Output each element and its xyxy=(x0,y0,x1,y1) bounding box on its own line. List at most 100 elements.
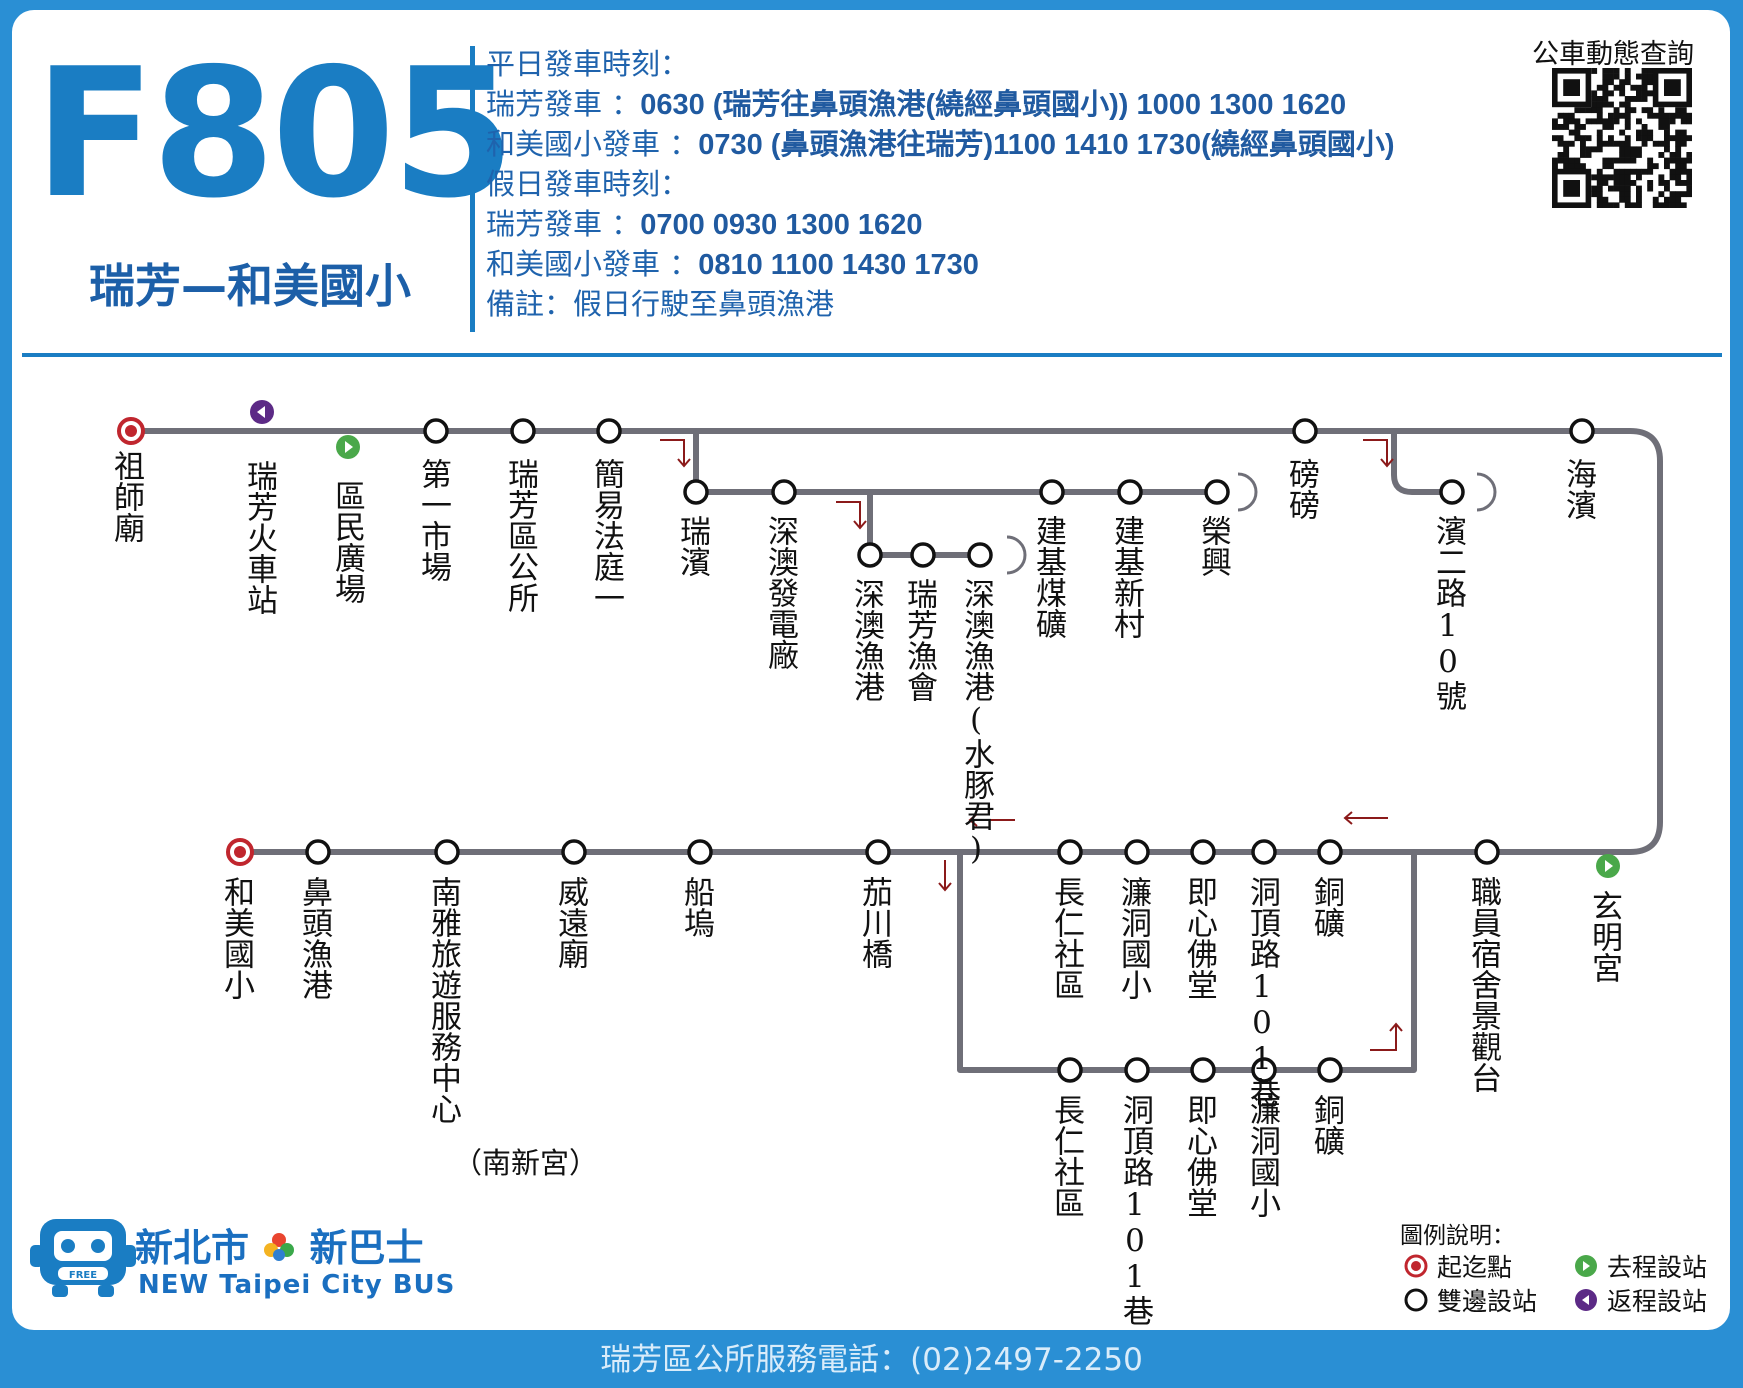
stop-label: 玄明宮 xyxy=(1586,890,1622,983)
stop-label: 瑞濱 xyxy=(674,515,710,577)
both-stop-icon xyxy=(687,839,713,865)
stop-label: 海濱 xyxy=(1560,458,1596,520)
legend-both: 雙邊設站 xyxy=(1403,1282,1537,1318)
stop-label: 深澳漁港(水豚君) xyxy=(958,578,994,867)
divider-horizontal xyxy=(22,353,1722,357)
stop-label: 鼻頭漁港 xyxy=(296,876,332,1000)
loop-arrow xyxy=(1006,535,1027,575)
outbound-stop-icon xyxy=(1575,1255,1597,1277)
both-stop-icon xyxy=(305,839,331,865)
schedule-line: 瑞芳發車 ：0700 0930 1300 1620 xyxy=(486,204,1566,244)
stop-label: 長仁社區 xyxy=(1048,876,1084,1000)
divider-vertical xyxy=(470,46,475,332)
stop-label: 銅礦 xyxy=(1308,1094,1344,1156)
both-stop-icon xyxy=(1124,1057,1150,1083)
schedule-times: 0730 (鼻頭漁港往瑞芳)1100 1410 1730(繞經鼻頭國小) xyxy=(698,129,1395,161)
both-stop-icon xyxy=(1204,479,1230,505)
both-stop-icon xyxy=(434,839,460,865)
stop-label: 銅礦 xyxy=(1308,876,1344,938)
both-stop-icon xyxy=(1404,1288,1428,1312)
both-stop-icon xyxy=(1057,1057,1083,1083)
flower-logo-icon xyxy=(264,1233,295,1261)
both-stop-icon xyxy=(771,479,797,505)
schedule-times: 0810 1100 1430 1730 xyxy=(698,249,979,281)
stop-label: 職員宿舍景觀台 xyxy=(1465,876,1501,1093)
play-arrow-icon xyxy=(1605,860,1613,872)
stop-label: 濱二路10號 xyxy=(1430,515,1466,711)
schedule-label: 和美國小發車 ： xyxy=(486,127,699,161)
schedule-line: 假日發車時刻： xyxy=(486,164,1566,204)
both-stop-icon xyxy=(1057,839,1083,865)
direction-arrow xyxy=(938,860,952,892)
logo-title: 新北市 新巴士 xyxy=(135,1217,424,1272)
both-stop-icon xyxy=(967,542,993,568)
terminal-stop-icon xyxy=(1404,1254,1428,1278)
stop-label: 磅磅 xyxy=(1283,458,1319,520)
direction-arrow xyxy=(1370,1022,1403,1051)
direction-arrow xyxy=(660,439,691,468)
stop-label: 瑞芳區公所 xyxy=(502,458,538,613)
schedule-line: 和美國小發車 ：0810 1100 1430 1730 xyxy=(486,244,1566,284)
stop-label: 深澳漁港 xyxy=(848,578,884,702)
both-stop-icon xyxy=(857,542,883,568)
schedule-panel: 平日發車時刻： 瑞芳發車 ：0630 (瑞芳往鼻頭漁港(繞經鼻頭國小)) 1000… xyxy=(486,44,1566,324)
stop-label: 即心佛堂 xyxy=(1181,876,1217,1000)
both-stop-icon xyxy=(561,839,587,865)
both-stop-icon xyxy=(1251,1057,1277,1083)
stop-label: 建基新村 xyxy=(1108,515,1144,639)
logo-badge: FREE xyxy=(69,1270,97,1281)
stop-label: 祖師廟 xyxy=(108,450,144,543)
back-arrow-icon xyxy=(257,406,265,418)
direction-arrow xyxy=(836,501,867,530)
schedule-times: 0630 (瑞芳往鼻頭漁港(繞經鼻頭國小)) 1000 1300 1620 xyxy=(640,89,1347,121)
both-stop-icon xyxy=(1474,839,1500,865)
direction-arrow xyxy=(968,813,1015,827)
stop-label: 深澳發電廠 xyxy=(762,515,798,670)
schedule-line: 平日發車時刻： xyxy=(486,44,1566,84)
route-name: 瑞芳—和美國小 xyxy=(89,259,411,313)
legend-outbound: 去程設站 xyxy=(1573,1248,1707,1284)
both-stop-icon xyxy=(510,418,536,444)
stop-label: 第一市場 xyxy=(415,458,451,582)
stop-label: 威遠廟 xyxy=(552,876,588,969)
route-line xyxy=(1391,428,1455,495)
play-arrow-icon xyxy=(345,441,353,453)
both-stop-icon xyxy=(1039,479,1065,505)
legend-title: 圖例說明： xyxy=(1400,1223,1515,1249)
stop-label: 區民廣場 xyxy=(329,480,365,604)
both-stop-icon xyxy=(596,418,622,444)
stop-label-note: （南新宮） xyxy=(453,1146,599,1180)
stop-label: 瑞芳火車站 xyxy=(241,460,277,615)
stop-label: 南雅旅遊服務中心 xyxy=(425,876,461,1124)
both-stop-icon xyxy=(423,418,449,444)
stop-label: 即心佛堂 xyxy=(1181,1094,1217,1218)
both-stop-icon xyxy=(1124,839,1150,865)
direction-arrow xyxy=(1363,439,1394,468)
legend-terminal: 起迄點 xyxy=(1403,1248,1512,1284)
direction-arrow xyxy=(1343,811,1388,825)
logo-line1b: 新巴士 xyxy=(309,1226,424,1270)
legend-inbound: 返程設站 xyxy=(1573,1282,1707,1318)
schedule-label: 瑞芳發車 ： xyxy=(486,87,641,121)
service-phone: 瑞芳區公所服務電話：(02)2497-2250 xyxy=(600,1342,1143,1378)
route-number: F805 xyxy=(34,30,515,237)
qr-code-icon[interactable] xyxy=(1552,68,1692,208)
schedule-line: 備註：假日行駛至鼻頭漁港 xyxy=(486,284,1566,324)
both-stop-icon xyxy=(1190,1057,1216,1083)
both-stop-icon xyxy=(1317,839,1343,865)
both-stop-icon xyxy=(1190,839,1216,865)
qr-label: 公車動態查詢 xyxy=(1532,39,1694,70)
both-stop-icon xyxy=(865,839,891,865)
schedule-label: 假日發車時刻： xyxy=(486,167,690,201)
loop-arrow xyxy=(1476,472,1497,512)
schedule-times: 0700 0930 1300 1620 xyxy=(640,209,923,241)
both-stop-icon xyxy=(910,542,936,568)
logo-subtitle: NEW Taipei City BUS xyxy=(138,1270,456,1300)
route-card: F805 瑞芳—和美國小 平日發車時刻： 瑞芳發車 ：0630 (瑞芳往鼻頭漁港(… xyxy=(12,10,1730,1330)
stop-label: 和美國小 xyxy=(218,876,254,1000)
both-stop-icon xyxy=(1292,418,1318,444)
both-stop-icon xyxy=(1439,479,1465,505)
both-stop-icon xyxy=(1317,1057,1343,1083)
schedule-label: 平日發車時刻： xyxy=(486,47,690,81)
